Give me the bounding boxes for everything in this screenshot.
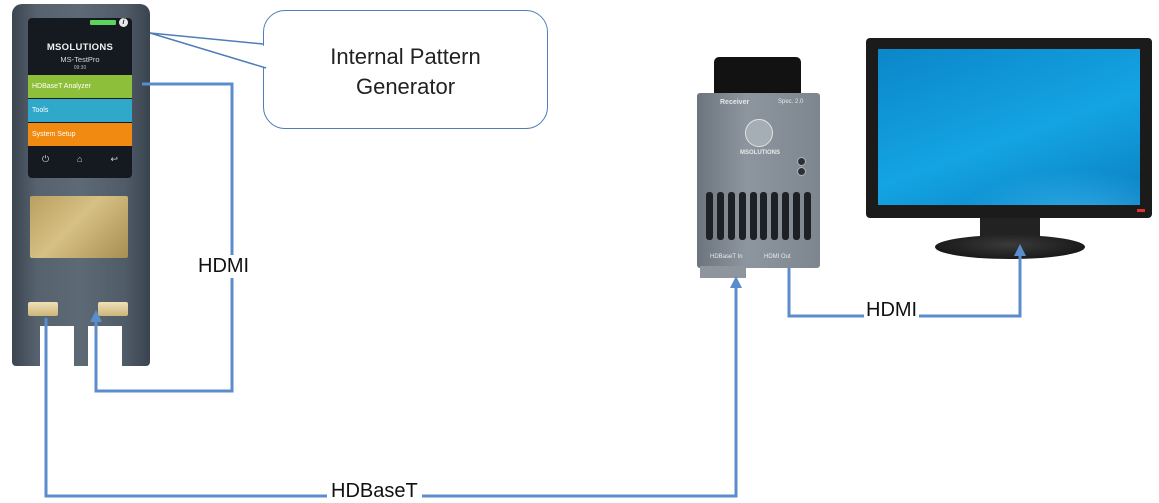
menu-hdbaset-analyzer[interactable]: HDBaseT Analyzer (28, 75, 132, 98)
info-icon[interactable]: i (119, 18, 128, 27)
receiver-antenna-block (714, 57, 801, 97)
callout-line-2: Generator (355, 74, 456, 99)
receiver-vents (706, 192, 811, 240)
device-clock: 09:30 (73, 65, 87, 71)
receiver-port-out-label: HDMI Out (764, 254, 791, 260)
callout-seam (262, 46, 266, 66)
back-icon[interactable]: ↩ (110, 153, 118, 164)
device-hdmi-port (98, 302, 128, 316)
device-screen: i MSOLUTIONS MS-TestPro 09:30 HDBaseT An… (28, 18, 132, 178)
softkey-bar: ⏻ ⌂ ↩ (28, 150, 132, 168)
receiver-brand: MSOLUTIONS (740, 150, 780, 156)
callout-text: Internal Pattern Generator (263, 42, 548, 102)
receiver-spec: Spec. 2.0 (778, 99, 804, 105)
receiver-led-power (797, 157, 806, 166)
device-slot-right (88, 326, 122, 376)
battery-icon (90, 20, 116, 25)
device-hdbaset-port (28, 302, 58, 316)
device-brand: MSOLUTIONS (46, 42, 114, 53)
receiver-title: Receiver (720, 99, 750, 106)
hdmi-loop-connector (90, 82, 234, 393)
hdbaset-connector (44, 276, 742, 498)
callout-line-1: Internal Pattern (330, 44, 481, 69)
receiver-led-link (797, 167, 806, 176)
callout-bubble (263, 10, 548, 129)
receiver-port-in-label: HDBaseT In (710, 254, 743, 260)
label-hdmi-monitor: HDMI (864, 299, 920, 322)
monitor-screen (878, 49, 1140, 205)
hdbaset-logo-icon (745, 119, 773, 147)
label-hdbaset: HDBaseT (327, 480, 422, 503)
monitor-stand-base (935, 235, 1085, 259)
menu-tools[interactable]: Tools (28, 99, 132, 122)
home-icon[interactable]: ⌂ (77, 154, 83, 164)
receiver-hdbaset-jack (700, 266, 746, 278)
monitor-power-led (1137, 209, 1145, 212)
menu-system-setup[interactable]: System Setup (28, 123, 132, 146)
callout-pointer (149, 32, 267, 69)
device-grip-pad (30, 196, 128, 258)
monitor-stand-neck (980, 218, 1040, 240)
label-hdmi-loop: HDMI (198, 255, 250, 278)
device-model: MS-TestPro (60, 55, 100, 64)
power-icon[interactable]: ⏻ (41, 153, 50, 164)
